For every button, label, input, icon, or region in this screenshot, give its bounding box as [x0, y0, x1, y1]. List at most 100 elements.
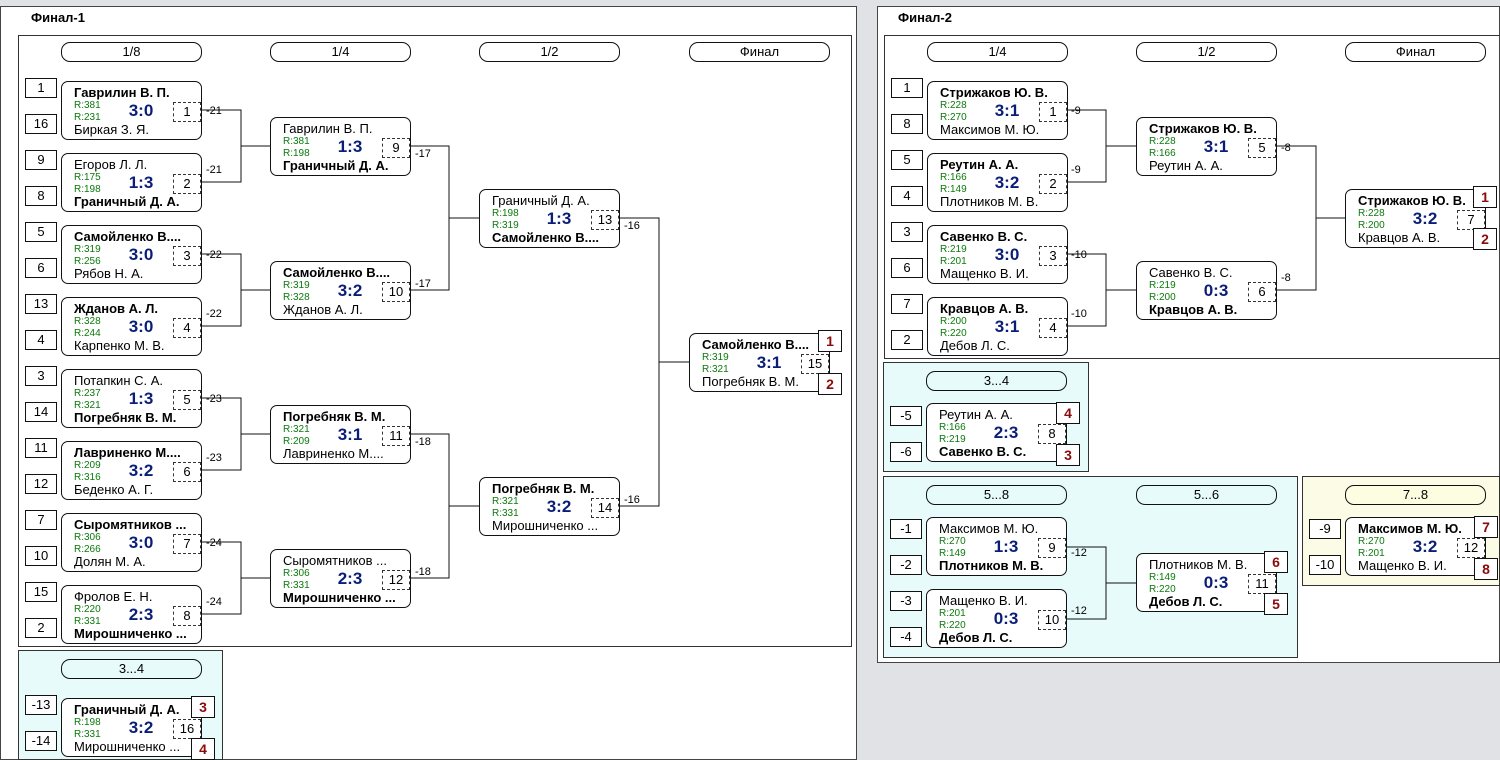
player-bottom-rating: R:231 [74, 112, 101, 123]
loser-label: -8 [1281, 272, 1291, 284]
player-top-rating: R:198 [74, 717, 101, 728]
match-score: 3:2 [1412, 209, 1438, 228]
loser-label: -17 [415, 278, 431, 290]
match-number: 14 [591, 498, 619, 518]
match-number: 12 [382, 570, 410, 590]
match-number: 6 [173, 462, 201, 482]
player-top-rating: R:321 [283, 424, 310, 435]
match-score: 1:3 [993, 537, 1019, 556]
player-bottom-name: Самойленко В.... [492, 231, 600, 245]
match-score: 3:1 [756, 353, 782, 372]
player-top-rating: R:175 [74, 172, 101, 183]
player-bottom-rating: R:316 [74, 472, 101, 483]
match-score: 1:3 [546, 209, 572, 228]
round-header-5-8: 5...8 [926, 485, 1067, 505]
loser-label: -21 [206, 105, 222, 117]
player-bottom-rating: R:200 [1149, 292, 1176, 303]
match-score: 0:3 [993, 609, 1019, 628]
player-bottom-name: Мирошниченко ... [74, 740, 181, 754]
round-header-3-4: 3...4 [61, 659, 202, 679]
match-score: 2:3 [337, 569, 363, 588]
match-number: 8 [1038, 424, 1066, 444]
final-2-fifth-place-frame: 5...8 5...6 -1 -2 -3 -4 Максимов М. Ю.R:… [883, 476, 1298, 658]
player-bottom-rating: R:321 [74, 400, 101, 411]
seed-cell: 4 [891, 186, 923, 206]
player-bottom-rating: R:198 [283, 148, 310, 159]
loser-label: -9 [1071, 105, 1081, 117]
place-badge: 2 [818, 373, 842, 395]
player-top-name: Савенко В. С. [1149, 266, 1233, 280]
player-bottom-name: Кравцов А. В. [1358, 231, 1441, 245]
match-number: 15 [801, 354, 829, 374]
seed-cell: -10 [1309, 555, 1341, 575]
loser-label: -18 [415, 566, 431, 578]
match-score: 3:1 [1203, 137, 1229, 156]
round-header-7-8: 7...8 [1345, 485, 1486, 505]
player-top-rating: R:200 [940, 316, 967, 327]
player-bottom-rating: R:220 [1149, 584, 1176, 595]
player-top-name: Погребняк В. М. [492, 482, 595, 496]
final-2-bracket-frame: 1/4 1/2 Финал 1 8 5 4 3 6 7 2 Стрижаков … [884, 35, 1500, 359]
final-1-title: Финал-1 [31, 10, 85, 25]
player-top-rating: R:381 [283, 136, 310, 147]
seed-cell: 6 [891, 258, 923, 278]
player-bottom-rating: R:149 [939, 548, 966, 559]
loser-label: -22 [206, 308, 222, 320]
player-bottom-name: Жданов А. Л. [283, 303, 363, 317]
player-bottom-name: Дебов Л. С. [940, 339, 1010, 353]
player-top-name: Погребняк В. М. [283, 410, 386, 424]
round-header-final: Финал [1345, 42, 1486, 62]
seed-cell: -2 [890, 555, 922, 575]
loser-label: -17 [415, 148, 431, 160]
seed-cell: 16 [25, 114, 57, 134]
player-top-name: Самойленко В.... [283, 266, 391, 280]
seed-cell: 7 [891, 294, 923, 314]
player-top-rating: R:149 [1149, 572, 1176, 583]
seed-cell: 13 [25, 294, 57, 314]
player-top-rating: R:319 [283, 280, 310, 291]
player-bottom-name: Лавриненко М.... [283, 447, 384, 461]
seed-cell: -3 [890, 591, 922, 611]
match-score: 3:0 [128, 317, 154, 336]
match-number: 3 [173, 246, 201, 266]
seed-cell: -6 [890, 442, 922, 462]
loser-label: -12 [1071, 605, 1087, 617]
match-score: 1:3 [337, 137, 363, 156]
player-top-rating: R:209 [74, 460, 101, 471]
seed-cell: 12 [25, 474, 57, 494]
player-bottom-name: Мащенко В. И. [940, 267, 1029, 281]
player-bottom-name: Биркая З. Я. [74, 123, 149, 137]
seed-cell: 6 [25, 258, 57, 278]
final-1-panel: Финал-1 1/8 1/4 1/2 Финал 1 16 9 8 [0, 6, 857, 760]
match-score: 3:0 [128, 101, 154, 120]
